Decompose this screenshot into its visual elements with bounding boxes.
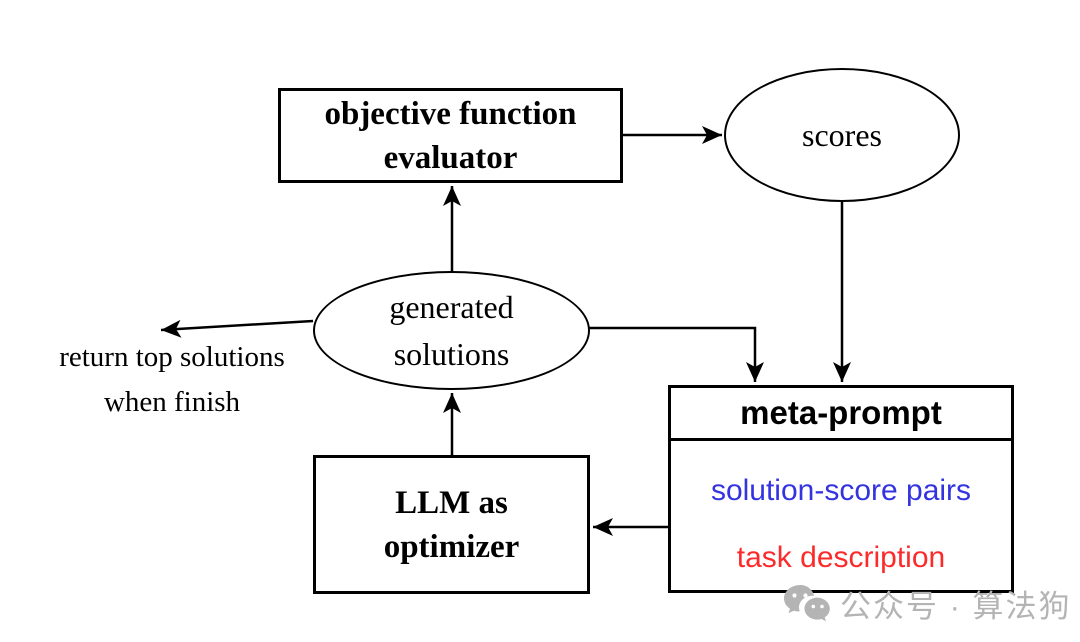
evaluator-label-line1: objective function: [324, 95, 577, 132]
scores-label: scores: [802, 116, 882, 153]
meta-prompt-title: meta-prompt: [671, 388, 1011, 441]
return-note-line1: return top solutions: [59, 341, 285, 373]
watermark: 公众号 · 算法狗: [783, 581, 1072, 626]
wechat-icon: [784, 584, 830, 621]
meta-prompt-solution-score-pairs: solution-score pairs: [710, 474, 972, 507]
generated-solutions-label-line1: generated: [389, 288, 514, 325]
watermark-text: 公众号 · 算法狗: [840, 589, 1072, 624]
evaluator-label-line2: evaluator: [383, 139, 518, 176]
node-objective-function-evaluator: objective function evaluator: [278, 88, 623, 183]
node-llm-as-optimizer: LLM as optimizer: [313, 455, 590, 594]
meta-prompt-task-description: task description: [736, 541, 946, 574]
arrow-generated-solutions-to-meta-prompt: [589, 326, 764, 382]
generated-solutions-label-line2: solutions: [393, 335, 510, 372]
return-top-solutions-note: return top solutions when finish: [17, 335, 327, 425]
llm-label-line1: LLM as: [395, 484, 508, 521]
meta-prompt-body: solution-score pairs task description: [671, 441, 1011, 575]
node-scores: scores: [724, 68, 960, 202]
arrow-generated-solutions-to-return: [160, 319, 314, 338]
node-meta-prompt: meta-prompt solution-score pairs task de…: [668, 385, 1014, 593]
llm-label-line2: optimizer: [383, 528, 520, 565]
return-note-line2: when finish: [103, 386, 241, 418]
node-generated-solutions: generated solutions: [313, 271, 590, 390]
